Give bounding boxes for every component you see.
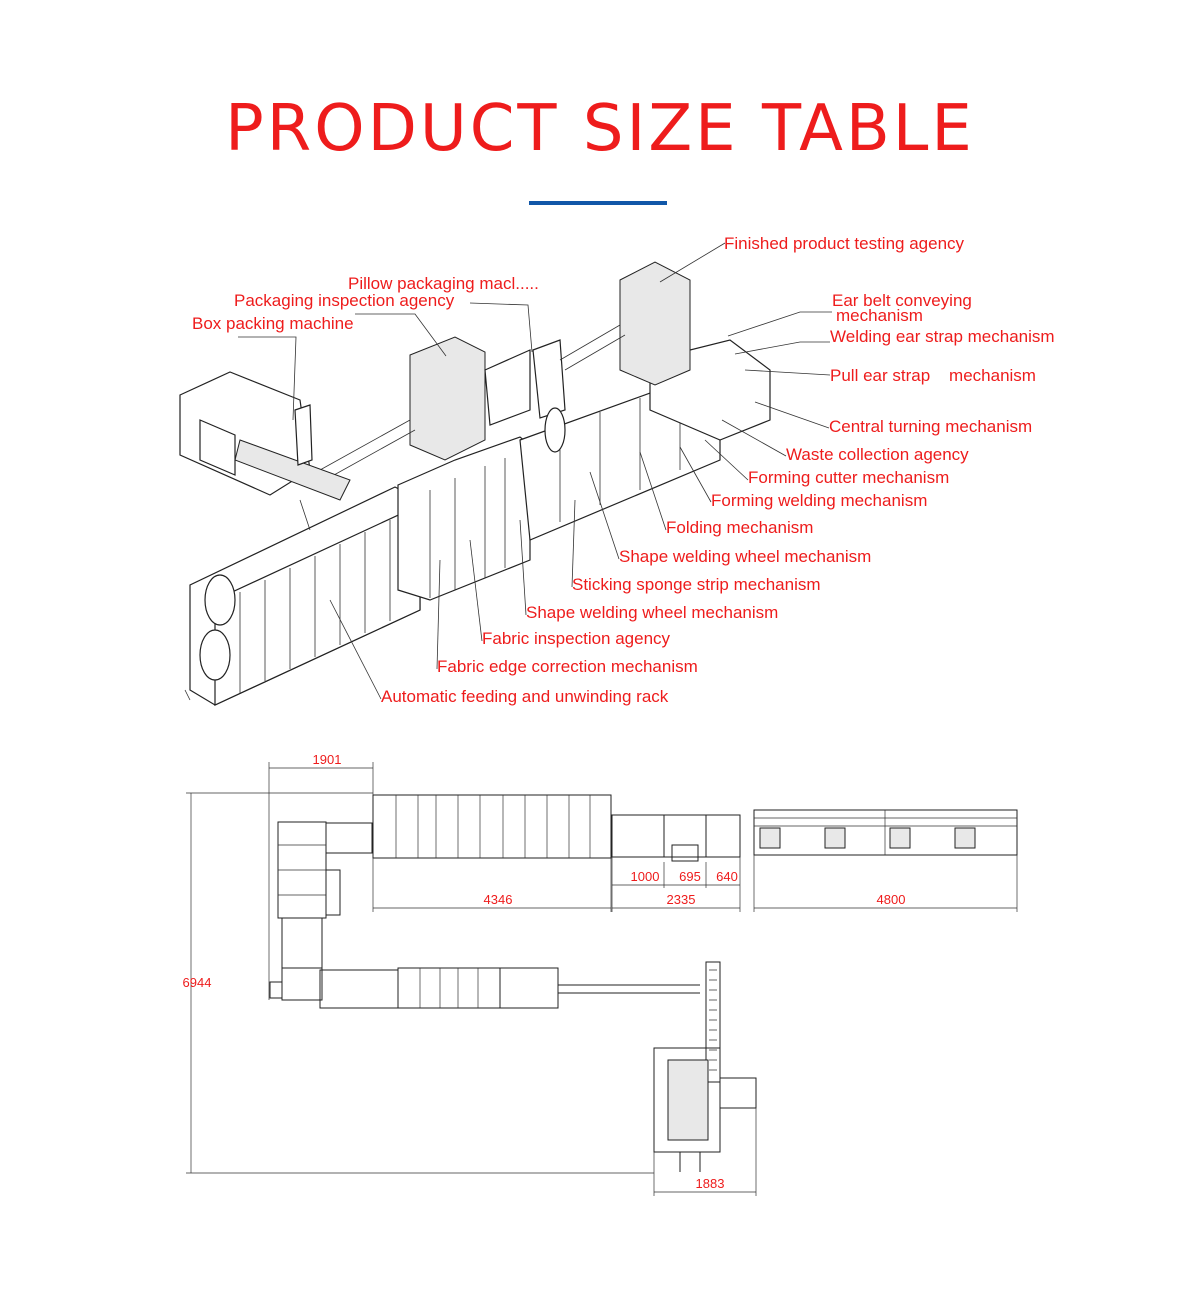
dim-640: 640 bbox=[716, 869, 738, 884]
leader-lines bbox=[238, 242, 832, 700]
label-cutter: Forming cutter mechanism bbox=[748, 468, 949, 487]
dim-4800: 4800 bbox=[877, 892, 906, 907]
dim-1000: 1000 bbox=[631, 869, 660, 884]
machine-illustration bbox=[179, 261, 771, 706]
label-central-turning: Central turning mechanism bbox=[829, 417, 1032, 436]
callout-labels: Finished product testing agency Pillow p… bbox=[192, 234, 1055, 706]
label-pillow: Pillow packaging macl..... bbox=[348, 274, 539, 293]
label-finished: Finished product testing agency bbox=[724, 234, 965, 253]
label-welding-ear: Welding ear strap mechanism bbox=[830, 327, 1055, 346]
label-feeding: Automatic feeding and unwinding rack bbox=[381, 687, 669, 706]
dim-2335: 2335 bbox=[667, 892, 696, 907]
dim-1901: 1901 bbox=[313, 752, 342, 767]
dimension-labels: 1901 4346 1000 695 640 2335 4800 6944 18… bbox=[183, 752, 906, 1191]
dim-695: 695 bbox=[679, 869, 701, 884]
label-edge-correction: Fabric edge correction mechanism bbox=[437, 657, 698, 676]
label-packaging-inspection: Packaging inspection agency bbox=[234, 291, 455, 310]
label-folding: Folding mechanism bbox=[666, 518, 813, 537]
label-fabric-inspection: Fabric inspection agency bbox=[482, 629, 671, 648]
label-waste: Waste collection agency bbox=[786, 445, 969, 464]
label-pull-ear: Pull ear strap mechanism bbox=[830, 366, 1036, 385]
dim-4346: 4346 bbox=[484, 892, 513, 907]
label-box-packing: Box packing machine bbox=[192, 314, 354, 333]
label-shape-welding-1: Shape welding wheel mechanism bbox=[619, 547, 871, 566]
page-title: PRODUCT SIZE TABLE bbox=[225, 92, 975, 166]
label-forming-welding: Forming welding mechanism bbox=[711, 491, 927, 510]
plan-drawing bbox=[186, 762, 1018, 1196]
label-ear-belt-2: mechanism bbox=[836, 306, 923, 325]
title-underline bbox=[529, 201, 667, 205]
dim-6944: 6944 bbox=[183, 975, 212, 990]
label-shape-welding-2: Shape welding wheel mechanism bbox=[526, 603, 778, 622]
label-ear-belt: Ear belt conveying bbox=[832, 291, 972, 310]
dim-1883: 1883 bbox=[696, 1176, 725, 1191]
label-sponge: Sticking sponge strip mechanism bbox=[572, 575, 821, 594]
